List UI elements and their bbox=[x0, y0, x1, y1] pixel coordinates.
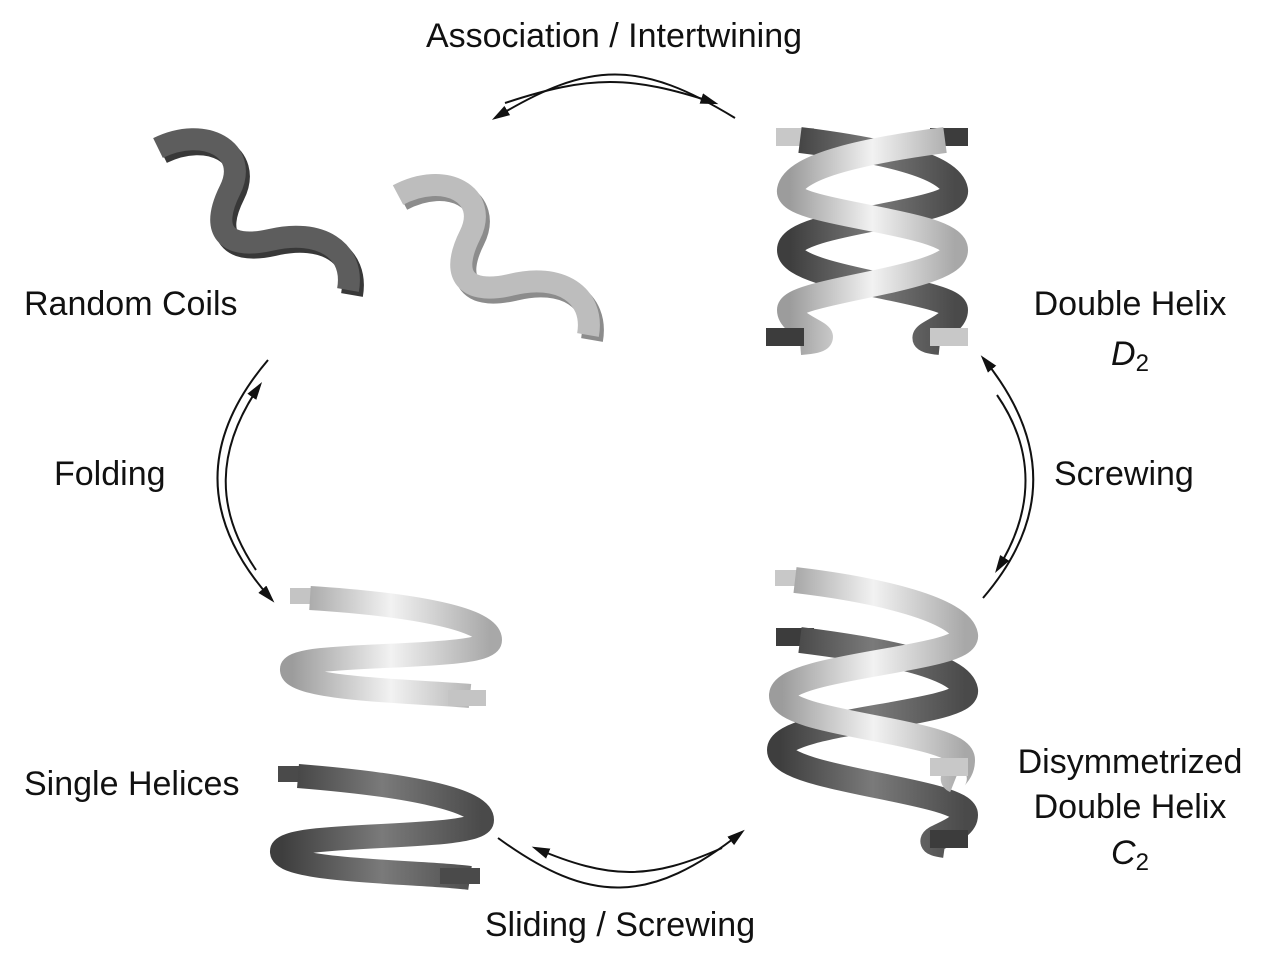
label-screwing: Screwing bbox=[1054, 455, 1194, 493]
single-helix-dark bbox=[270, 764, 495, 890]
label-double-helix: Double Helix bbox=[1033, 285, 1227, 323]
arrows-sliding bbox=[497, 829, 745, 889]
arrows-screwing bbox=[980, 355, 1035, 599]
label-disym-line1: Disymmetrized bbox=[1017, 743, 1243, 781]
symbol-d-sub: 2 bbox=[1135, 350, 1149, 377]
label-sliding: Sliding / Screwing bbox=[484, 906, 756, 944]
label-folding: Folding bbox=[54, 455, 166, 493]
symbol-d: D bbox=[1111, 335, 1136, 373]
label-single-helices: Single Helices bbox=[24, 765, 240, 803]
arrows-folding bbox=[216, 359, 275, 603]
disymmetrized-double-helix-c2 bbox=[766, 567, 979, 858]
single-helix-light bbox=[280, 586, 503, 708]
symbol-c-sub: 2 bbox=[1135, 849, 1149, 876]
symbol-c: C bbox=[1111, 834, 1136, 872]
label-random-coils: Random Coils bbox=[24, 285, 238, 323]
label-disym-line2: Double Helix bbox=[1033, 788, 1227, 826]
arrows-association bbox=[491, 73, 736, 120]
random-coil-light bbox=[392, 174, 604, 342]
random-coil-dark bbox=[153, 128, 364, 297]
double-helix-d2 bbox=[766, 127, 969, 355]
label-association: Association / Intertwining bbox=[425, 17, 803, 55]
label-double-helix-symbol: D2 bbox=[1010, 334, 1250, 384]
label-disym-symbol: C2 bbox=[1000, 833, 1260, 883]
